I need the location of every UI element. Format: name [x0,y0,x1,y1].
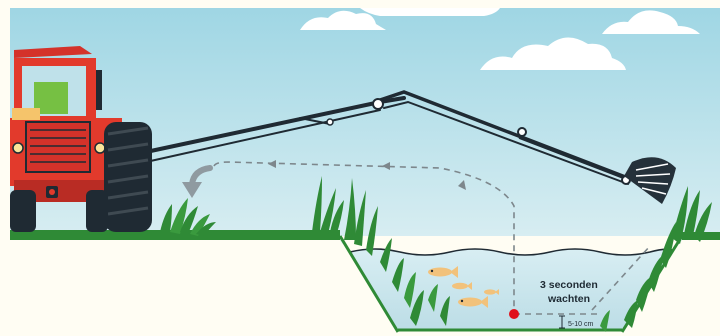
ditch [338,235,684,333]
tractor-icon [10,46,152,232]
wait-point-marker [509,309,519,319]
fish-icon [458,296,488,308]
reeds-left-bank [312,176,344,236]
grass-tuft [160,198,216,236]
water [350,249,672,330]
wait-label-line1: 3 seconden [540,279,598,291]
cloud-icon [300,10,386,30]
cloud-icon [360,8,500,16]
ground [10,230,720,336]
fish-group [428,266,499,308]
wait-label-line2: wachten [547,293,590,305]
water-surface [349,248,673,256]
fish-icon [452,282,472,290]
excavator-arm-icon [144,90,631,185]
fish-icon [484,289,499,295]
depth-label: 5-10 cm [568,321,593,328]
trajectory-arrows [268,160,466,190]
cloud-icon [602,10,700,34]
depth-indicator: 5-10 cm [559,315,593,329]
bucket-icon [624,157,676,204]
trajectory-path [213,161,651,315]
curved-arrow-icon [182,165,213,198]
fish-icon [428,266,458,278]
cloud-icon [480,37,626,70]
water-plants [344,178,712,332]
